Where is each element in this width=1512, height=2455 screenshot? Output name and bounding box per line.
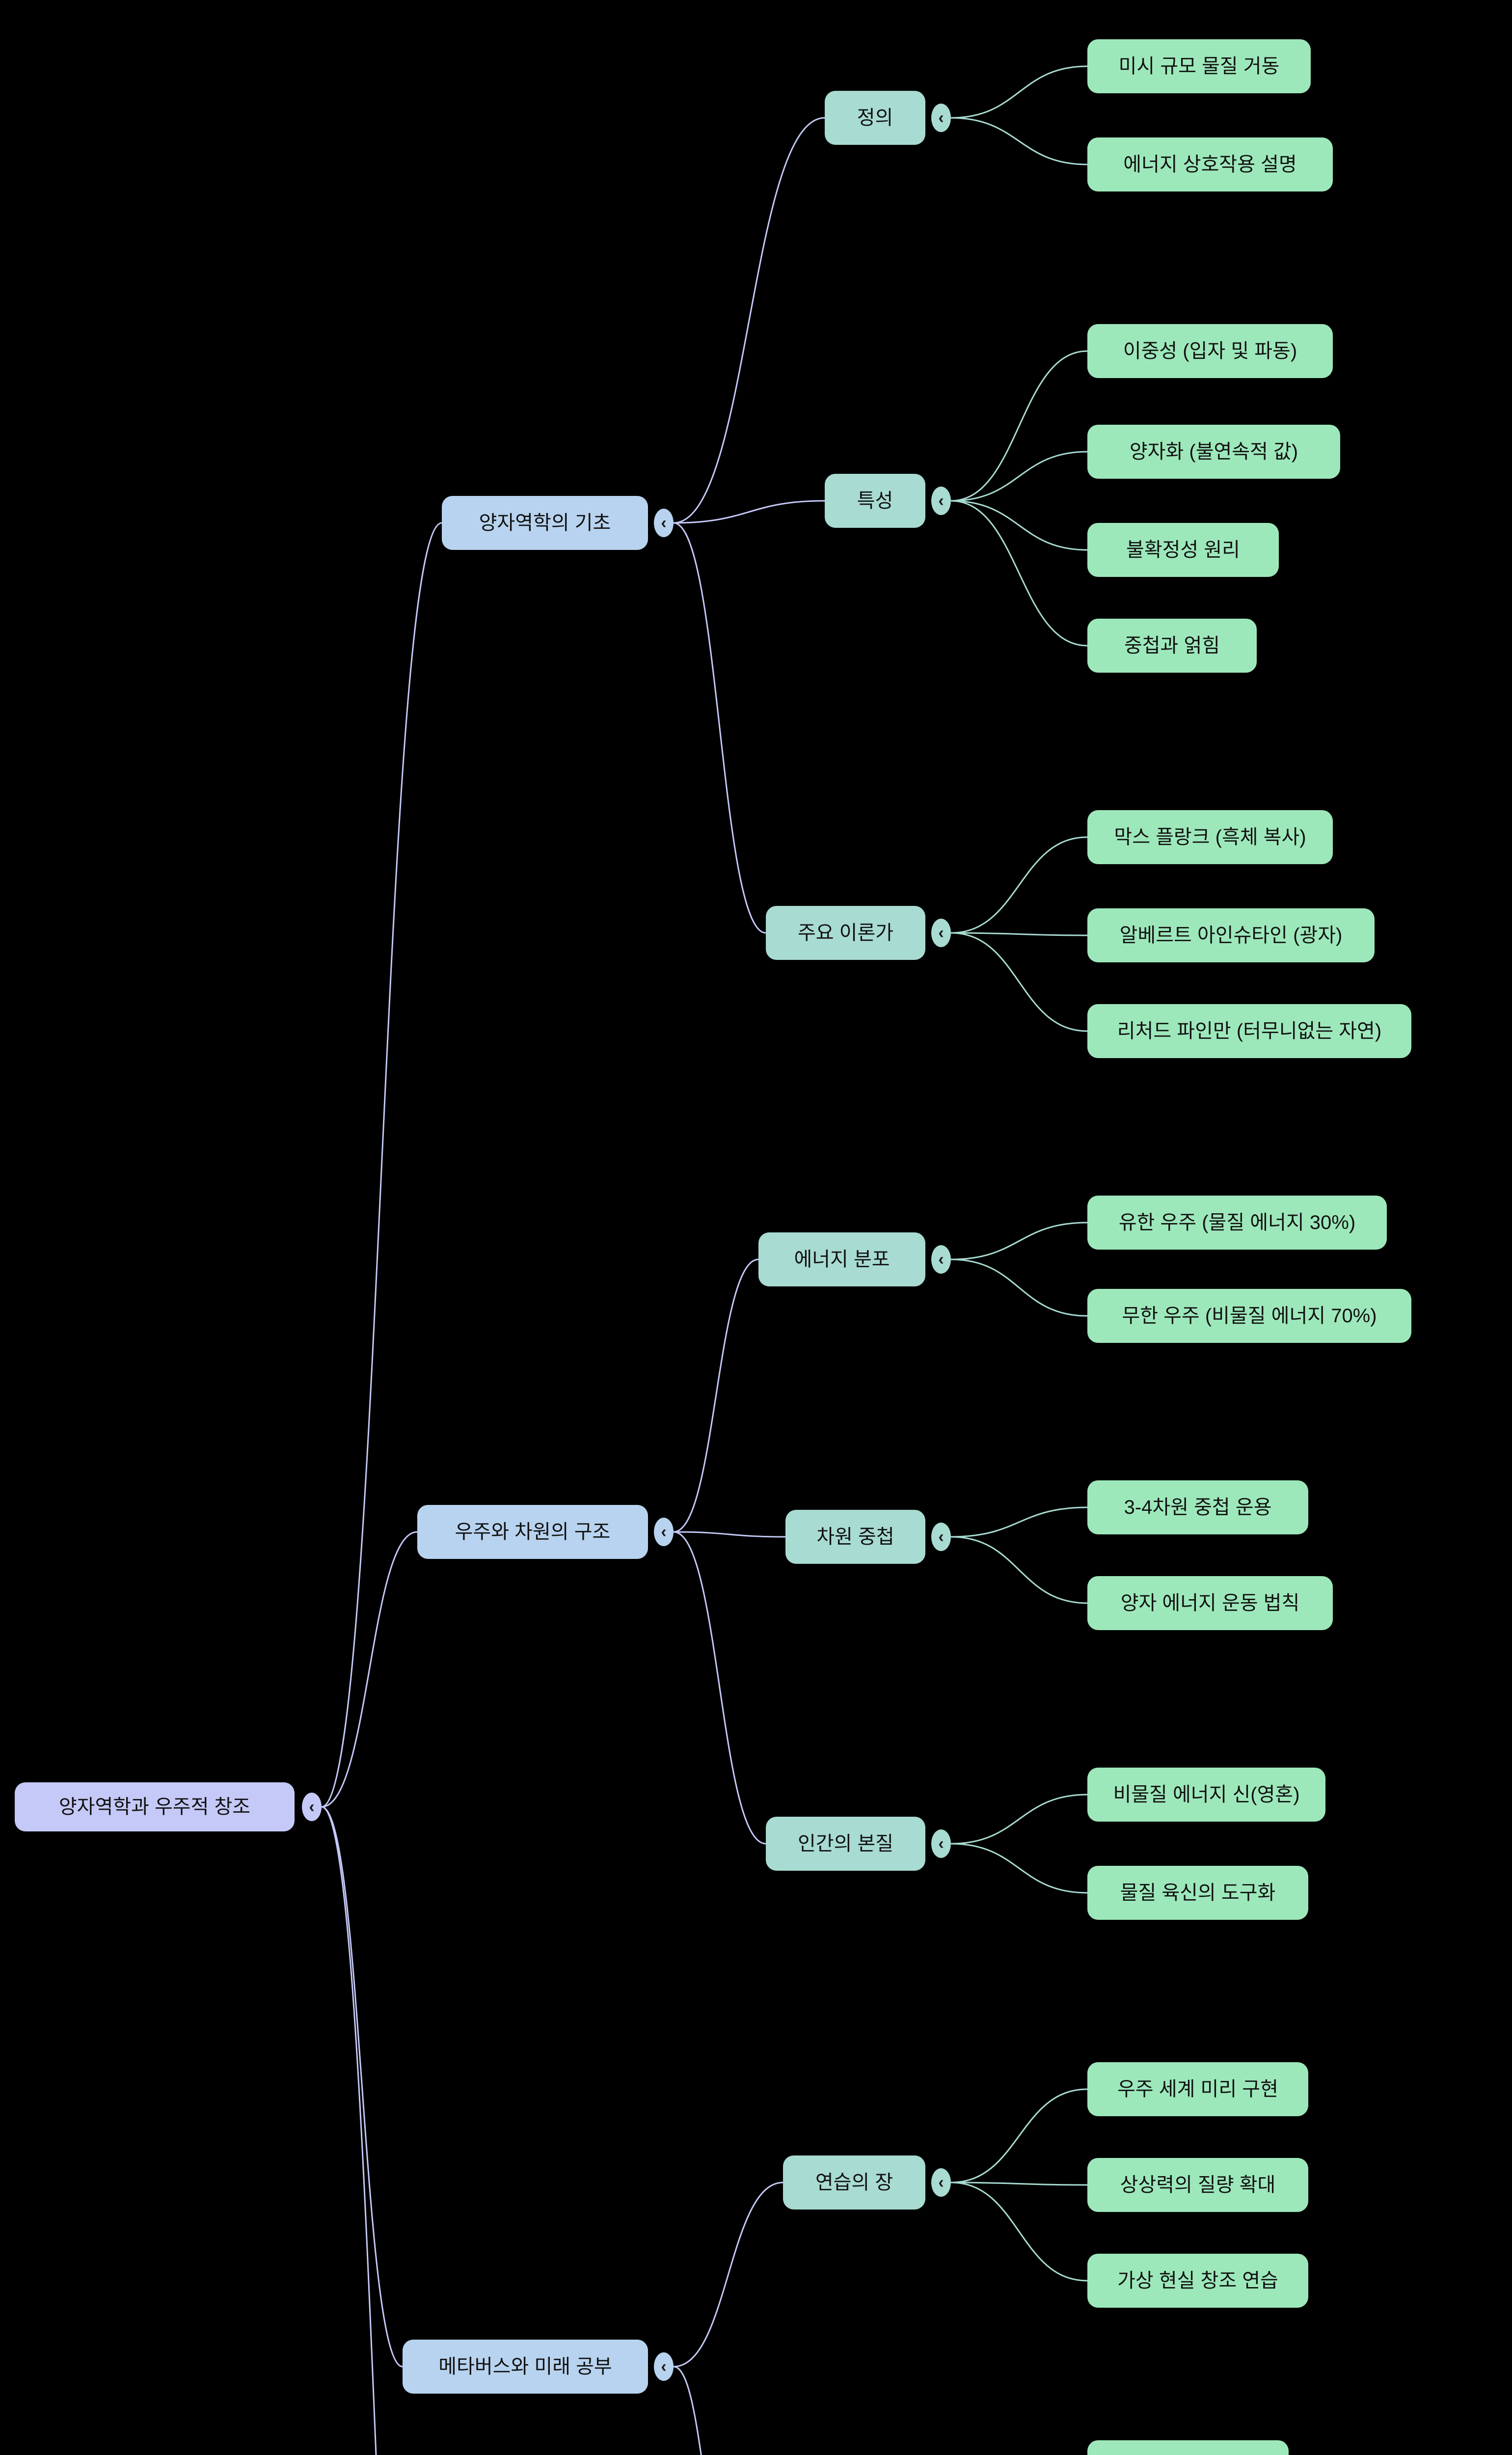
node-label: 특성 — [857, 490, 893, 512]
node-label: 메타버스와 미래 공부 — [438, 2356, 612, 2377]
mindmap-edge — [321, 1806, 403, 2368]
leaf-0-1-3[interactable]: 중첩과 얽힘 — [1087, 619, 1257, 673]
mindmap-edge — [950, 1536, 1088, 1604]
subnode-2-0[interactable]: 연습의 장 — [783, 2155, 925, 2210]
node-label: 비물질 에너지 신(영혼) — [1113, 1784, 1300, 1805]
subnode-collapse-toggle-2-0[interactable]: ‹ — [931, 2168, 951, 2197]
subnode-collapse-toggle-1-0[interactable]: ‹ — [931, 1245, 951, 1274]
branch-collapse-toggle-1[interactable]: ‹ — [654, 1518, 674, 1546]
branch-collapse-toggle-2[interactable]: ‹ — [654, 2352, 674, 2381]
leaf-1-1-0[interactable]: 3-4차원 중첩 운용 — [1087, 1480, 1308, 1534]
node-label: 연습의 장 — [815, 2172, 893, 2193]
node-label: 3-4차원 중첩 운용 — [1124, 1497, 1272, 1518]
mindmap-edge — [950, 500, 1088, 647]
node-label: 양자역학과 우주적 창조 — [58, 1796, 251, 1818]
leaf-2-1-0[interactable]: 문화 콘텐츠 생산 — [1087, 2440, 1289, 2455]
leaf-2-0-2[interactable]: 가상 현실 창조 연습 — [1087, 2254, 1308, 2308]
node-label: 알베르트 아인슈타인 (광자) — [1119, 925, 1343, 946]
mindmap-edge — [950, 2182, 1088, 2186]
mindmap-edge — [673, 1531, 786, 1538]
node-label: 주요 이론가 — [797, 922, 894, 944]
subnode-collapse-toggle-0-0[interactable]: ‹ — [931, 104, 951, 132]
leaf-1-0-0[interactable]: 유한 우주 (물질 에너지 30%) — [1087, 1196, 1387, 1250]
branch-node-0[interactable]: 양자역학의 기초 — [442, 496, 648, 550]
leaf-0-0-1[interactable]: 에너지 상호작용 설명 — [1087, 137, 1333, 191]
mindmap-edge — [950, 932, 1088, 1032]
mindmap-edge — [950, 1222, 1088, 1260]
node-label: 유한 우주 (물질 에너지 30%) — [1118, 1212, 1356, 1233]
branch-node-1[interactable]: 우주와 차원의 구조 — [417, 1505, 648, 1559]
node-label: 양자 에너지 운동 법칙 — [1120, 1592, 1300, 1614]
mindmap-edge — [673, 117, 825, 524]
mindmap-edge — [673, 500, 825, 524]
mindmap-edge — [950, 836, 1088, 934]
node-label: 우주와 차원의 구조 — [455, 1521, 611, 1543]
leaf-1-2-1[interactable]: 물질 육신의 도구화 — [1087, 1866, 1308, 1920]
mindmap-edge — [950, 1506, 1088, 1538]
mindmap-edge — [673, 1258, 759, 1533]
branch-collapse-toggle-0[interactable]: ‹ — [654, 509, 674, 537]
node-label: 우주 세계 미리 구현 — [1117, 2078, 1278, 2100]
node-label: 물질 육신의 도구화 — [1120, 1882, 1276, 1904]
node-label: 상상력의 질량 확대 — [1120, 2174, 1276, 2196]
subnode-1-1[interactable]: 차원 중첩 — [785, 1510, 925, 1564]
node-label: 리처드 파인만 (터무니없는 자연) — [1117, 1020, 1382, 1042]
subnode-0-1[interactable]: 특성 — [825, 474, 925, 528]
mindmap-edge — [673, 2366, 702, 2455]
node-label: 양자역학의 기초 — [479, 512, 611, 534]
mindmap-edge — [321, 1531, 418, 1808]
leaf-2-0-0[interactable]: 우주 세계 미리 구현 — [1087, 2062, 1308, 2116]
leaf-0-0-0[interactable]: 미시 규모 물질 거동 — [1087, 39, 1311, 93]
leaf-0-1-0[interactable]: 이중성 (입자 및 파동) — [1087, 324, 1333, 378]
node-label: 에너지 분포 — [794, 1249, 890, 1270]
leaf-0-1-2[interactable]: 불확정성 원리 — [1087, 523, 1279, 577]
leaf-0-2-1[interactable]: 알베르트 아인슈타인 (광자) — [1087, 908, 1375, 962]
subnode-1-0[interactable]: 에너지 분포 — [758, 1232, 925, 1286]
leaf-0-1-1[interactable]: 양자화 (불연속적 값) — [1087, 425, 1340, 479]
subnode-0-0[interactable]: 정의 — [825, 91, 925, 145]
node-label: 무한 우주 (비물질 에너지 70%) — [1122, 1305, 1377, 1327]
root-collapse-toggle[interactable]: ‹ — [302, 1793, 322, 1821]
leaf-0-2-2[interactable]: 리처드 파인만 (터무니없는 자연) — [1087, 1004, 1411, 1058]
subnode-collapse-toggle-1-1[interactable]: ‹ — [931, 1523, 951, 1551]
mindmap-edge — [950, 1843, 1088, 1894]
subnode-collapse-toggle-0-1[interactable]: ‹ — [931, 487, 951, 515]
mindmap-edge — [950, 1258, 1088, 1317]
node-label: 불확정성 원리 — [1126, 539, 1240, 561]
mindmap-edge — [321, 522, 442, 1808]
leaf-1-0-1[interactable]: 무한 우주 (비물질 에너지 70%) — [1087, 1289, 1411, 1343]
subnode-1-2[interactable]: 인간의 본질 — [766, 1817, 925, 1871]
subnode-0-2[interactable]: 주요 이론가 — [766, 906, 925, 960]
leaf-1-2-0[interactable]: 비물질 에너지 신(영혼) — [1087, 1768, 1325, 1822]
node-label: 이중성 (입자 및 파동) — [1123, 340, 1297, 362]
mindmap-edge — [673, 522, 766, 934]
node-label: 막스 플랑크 (흑체 복사) — [1114, 826, 1306, 848]
leaf-2-0-1[interactable]: 상상력의 질량 확대 — [1087, 2158, 1308, 2212]
subnode-collapse-toggle-1-2[interactable]: ‹ — [931, 1829, 951, 1858]
mindmap-edge — [950, 500, 1088, 551]
node-label: 미시 규모 물질 거동 — [1118, 55, 1280, 77]
node-label: 인간의 본질 — [797, 1833, 894, 1855]
leaf-0-2-0[interactable]: 막스 플랑크 (흑체 복사) — [1087, 810, 1333, 864]
mindmap-edge — [950, 2182, 1088, 2282]
mindmap-edge — [673, 1531, 766, 1845]
node-label: 정의 — [857, 107, 893, 129]
node-label: 중첩과 얽힘 — [1124, 635, 1220, 656]
mindmap-edge — [673, 2182, 783, 2368]
node-label: 가상 현실 창조 연습 — [1117, 2270, 1278, 2291]
mindmap-edge — [950, 65, 1088, 119]
mindmap-edge — [950, 2088, 1088, 2183]
leaf-1-1-1[interactable]: 양자 에너지 운동 법칙 — [1087, 1576, 1333, 1630]
mindmap-edge — [950, 451, 1088, 502]
branch-node-2[interactable]: 메타버스와 미래 공부 — [403, 2340, 648, 2394]
mindmap-edge — [950, 932, 1088, 936]
node-label: 양자화 (불연속적 값) — [1129, 441, 1298, 463]
node-label: 차원 중첩 — [816, 1526, 894, 1548]
root-node[interactable]: 양자역학과 우주적 창조 — [15, 1782, 295, 1831]
node-label: 에너지 상호작용 설명 — [1123, 154, 1297, 175]
mindmap-edge — [950, 1794, 1088, 1845]
mindmap-edge — [950, 117, 1088, 165]
subnode-collapse-toggle-0-2[interactable]: ‹ — [931, 919, 951, 947]
mindmap-edge — [950, 350, 1088, 502]
